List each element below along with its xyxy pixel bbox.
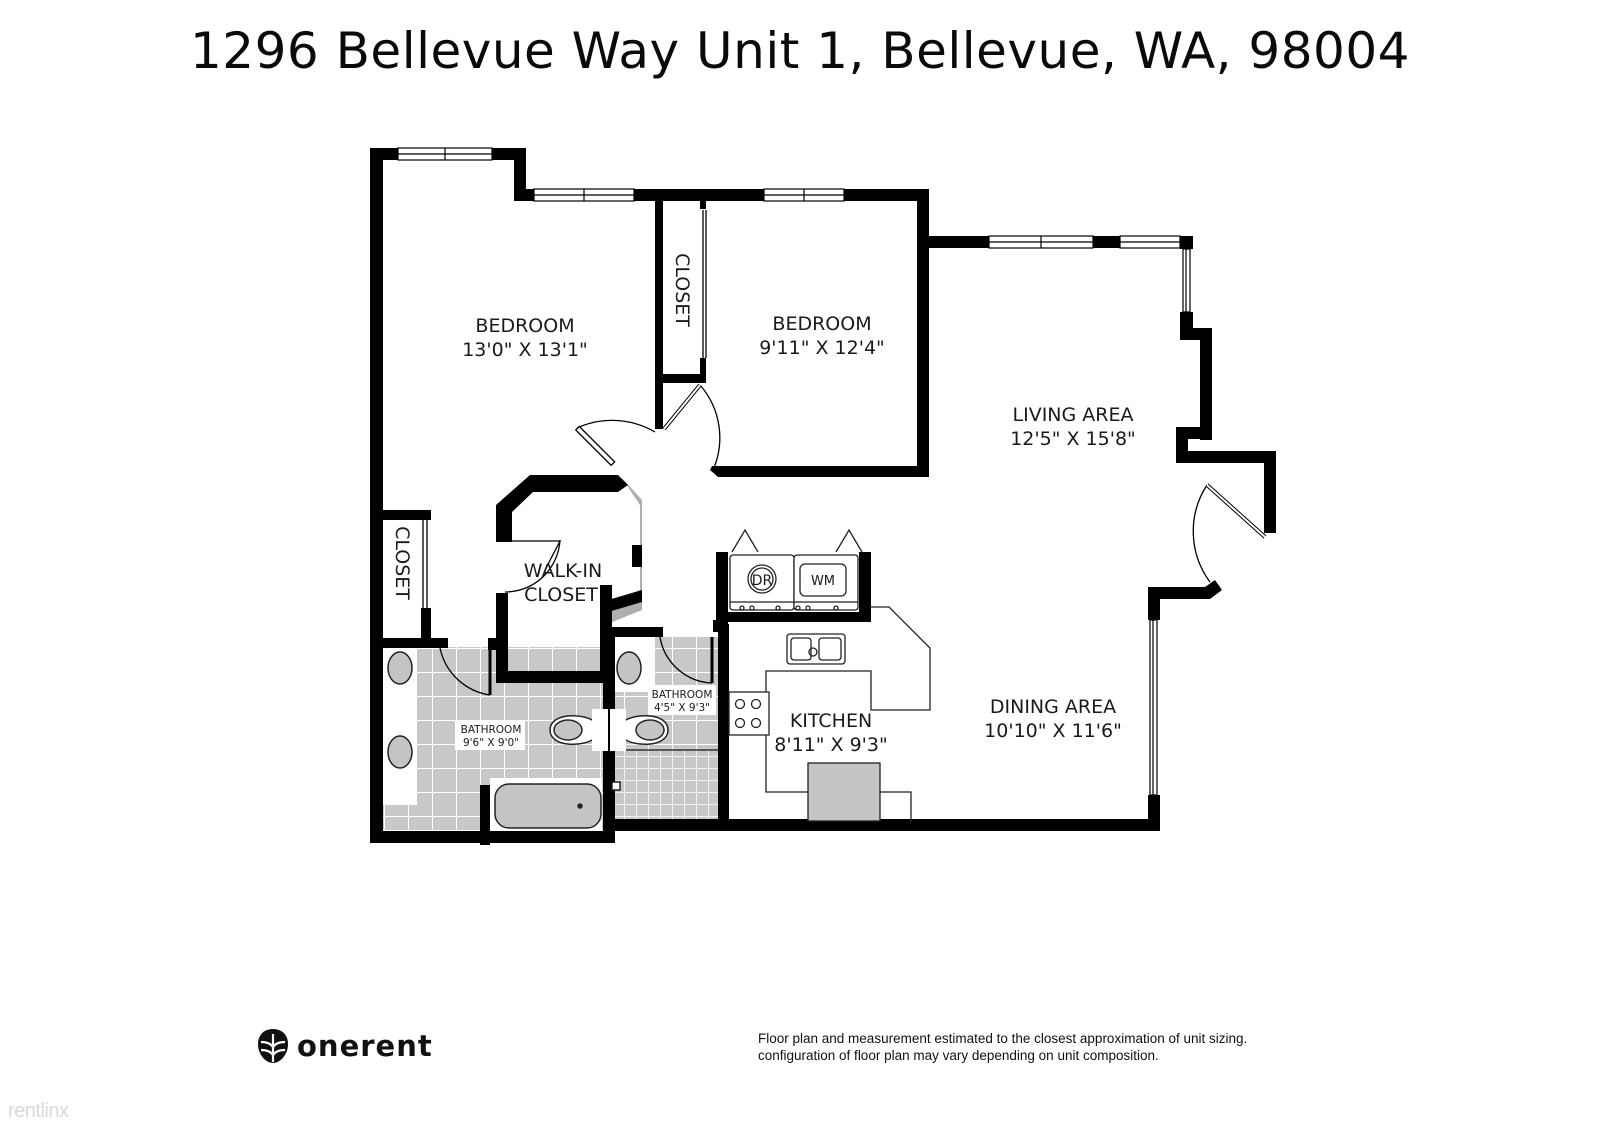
svg-text:KITCHEN: KITCHEN <box>790 710 872 732</box>
sink-icon <box>387 735 413 769</box>
bathroom-fixtures <box>387 651 669 830</box>
disclaimer-line-1: Floor plan and measurement estimated to … <box>758 1031 1248 1046</box>
svg-text:BEDROOM: BEDROOM <box>475 315 574 337</box>
room-bathroom-2: BATHROOM 4'5" X 9'3" <box>648 685 716 715</box>
svg-text:CLOSET: CLOSET <box>391 526 413 600</box>
room-bathroom-1: BATHROOM 9'6" X 9'0" <box>455 720 525 750</box>
kitchen-sink-icon <box>786 633 846 665</box>
washer-icon <box>799 563 847 597</box>
svg-text:WALK-IN: WALK-IN <box>524 560 602 582</box>
page-title: 1296 Bellevue Way Unit 1, Bellevue, WA, … <box>189 22 1410 80</box>
kitchen-fixtures <box>728 528 931 822</box>
svg-text:12'5" X 15'8": 12'5" X 15'8" <box>1010 428 1136 450</box>
room-kitchen: KITCHEN 8'11" X 9'3" <box>774 710 887 756</box>
walls <box>370 148 1276 845</box>
brand-name: onerent <box>297 1029 433 1063</box>
svg-text:4'5" X 9'3": 4'5" X 9'3" <box>654 702 710 714</box>
toilet-icon <box>610 709 669 751</box>
svg-text:9'6" X 9'0": 9'6" X 9'0" <box>463 737 519 749</box>
svg-text:9'11" X 12'4": 9'11" X 12'4" <box>759 337 885 359</box>
washer-label: WM <box>811 574 835 589</box>
stove-icon <box>728 691 770 736</box>
room-walk-in-closet: WALK-IN CLOSET <box>524 560 602 606</box>
svg-text:10'10" X 11'6": 10'10" X 11'6" <box>984 720 1122 742</box>
svg-text:13'0" X 13'1": 13'0" X 13'1" <box>462 339 588 361</box>
refrigerator-icon <box>807 762 881 822</box>
disclaimer-line-2: configuration of floor plan may vary dep… <box>758 1048 1159 1063</box>
room-bedroom-1: BEDROOM 13'0" X 13'1" <box>462 315 588 361</box>
dryer-label: DR <box>752 573 773 589</box>
onerent-logo-icon <box>258 1029 288 1063</box>
svg-text:LIVING AREA: LIVING AREA <box>1013 404 1134 426</box>
room-living-area: LIVING AREA 12'5" X 15'8" <box>1010 404 1136 450</box>
bathtub-icon <box>494 783 602 829</box>
sink-icon <box>387 651 413 685</box>
svg-text:BEDROOM: BEDROOM <box>772 313 871 335</box>
svg-text:BATHROOM: BATHROOM <box>652 689 713 701</box>
svg-text:CLOSET: CLOSET <box>524 584 598 606</box>
sink-icon <box>616 651 642 685</box>
dryer-icon <box>747 564 777 594</box>
svg-text:BATHROOM: BATHROOM <box>461 724 522 736</box>
room-closet-upper: CLOSET <box>671 253 693 327</box>
room-bedroom-2: BEDROOM 9'11" X 12'4" <box>759 313 885 359</box>
brand-logo: onerent <box>257 1028 433 1064</box>
windows <box>397 147 1191 796</box>
watermark: rentlinx <box>8 1100 69 1122</box>
room-dining-area: DINING AREA 10'10" X 11'6" <box>984 696 1122 742</box>
svg-text:8'11" X 9'3": 8'11" X 9'3" <box>774 734 887 756</box>
toilet-icon <box>549 709 608 751</box>
svg-text:CLOSET: CLOSET <box>671 253 693 327</box>
disclaimer: Floor plan and measurement estimated to … <box>758 1030 1247 1064</box>
doors <box>422 210 1267 696</box>
svg-text:DINING AREA: DINING AREA <box>990 696 1116 718</box>
room-closet-lower: CLOSET <box>391 526 413 600</box>
